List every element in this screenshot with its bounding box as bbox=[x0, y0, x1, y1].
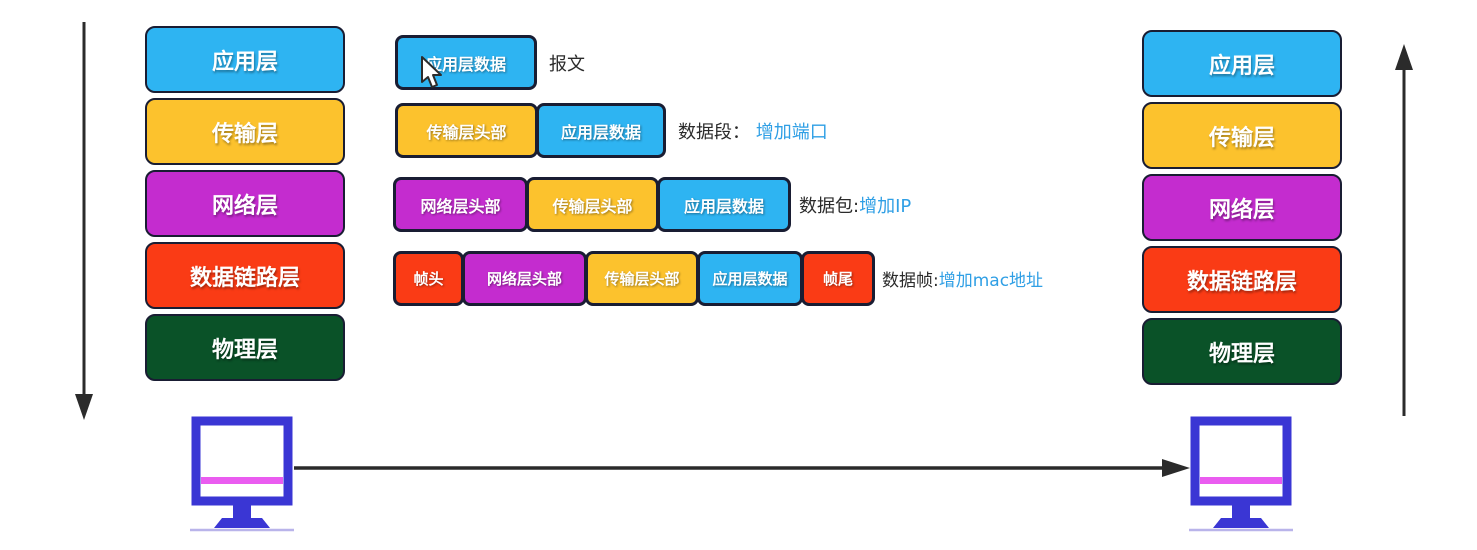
seg-network-header: 网络层头部 bbox=[393, 177, 528, 232]
seg-transport-header: 传输层头部 bbox=[526, 177, 659, 232]
mouse-cursor-icon bbox=[421, 56, 442, 88]
caption-segment: 数据段： 增加端口 bbox=[678, 121, 828, 143]
transmission-arrow bbox=[294, 459, 1190, 477]
encapsulation-row-frame: 帧头 网络层头部 传输层头部 应用层数据 帧尾 数据帧:增加mac地址 bbox=[393, 251, 1043, 306]
seg-network-header: 网络层头部 bbox=[462, 251, 587, 306]
right-up-arrow bbox=[1395, 44, 1413, 416]
left-protocol-stack: 应用层 传输层 网络层 数据链路层 物理层 bbox=[145, 26, 345, 381]
caption-packet: 数据包:增加IP bbox=[799, 195, 912, 217]
seg-transport-header: 传输层头部 bbox=[395, 103, 538, 158]
encapsulation-row-message: 应用层数据 报文 bbox=[395, 35, 585, 90]
left-layer-transport: 传输层 bbox=[145, 98, 345, 165]
caption-frame: 数据帧:增加mac地址 bbox=[882, 271, 1044, 291]
seg-transport-header: 传输层头部 bbox=[585, 251, 699, 306]
right-layer-transport: 传输层 bbox=[1142, 102, 1342, 169]
seg-application-data: 应用层数据 bbox=[697, 251, 803, 306]
seg-application-data: 应用层数据 bbox=[395, 35, 537, 90]
seg-frame-header: 帧头 bbox=[393, 251, 464, 306]
left-layer-datalink: 数据链路层 bbox=[145, 242, 345, 309]
right-layer-datalink: 数据链路层 bbox=[1142, 246, 1342, 313]
seg-application-data: 应用层数据 bbox=[536, 103, 666, 158]
left-layer-application: 应用层 bbox=[145, 26, 345, 93]
left-layer-network: 网络层 bbox=[145, 170, 345, 237]
seg-frame-tail: 帧尾 bbox=[801, 251, 875, 306]
seg-application-data: 应用层数据 bbox=[657, 177, 791, 232]
right-layer-application: 应用层 bbox=[1142, 30, 1342, 97]
right-layer-physical: 物理层 bbox=[1142, 318, 1342, 385]
right-protocol-stack: 应用层 传输层 网络层 数据链路层 物理层 bbox=[1142, 30, 1342, 385]
left-layer-physical: 物理层 bbox=[145, 314, 345, 381]
encapsulation-row-packet: 网络层头部 传输层头部 应用层数据 数据包:增加IP bbox=[393, 177, 911, 232]
left-computer-icon bbox=[190, 416, 294, 532]
left-down-arrow bbox=[75, 22, 93, 420]
encapsulation-row-segment: 传输层头部 应用层数据 数据段： 增加端口 bbox=[395, 103, 828, 158]
right-layer-network: 网络层 bbox=[1142, 174, 1342, 241]
right-computer-icon bbox=[1189, 416, 1293, 532]
caption-message: 报文 bbox=[549, 53, 585, 75]
